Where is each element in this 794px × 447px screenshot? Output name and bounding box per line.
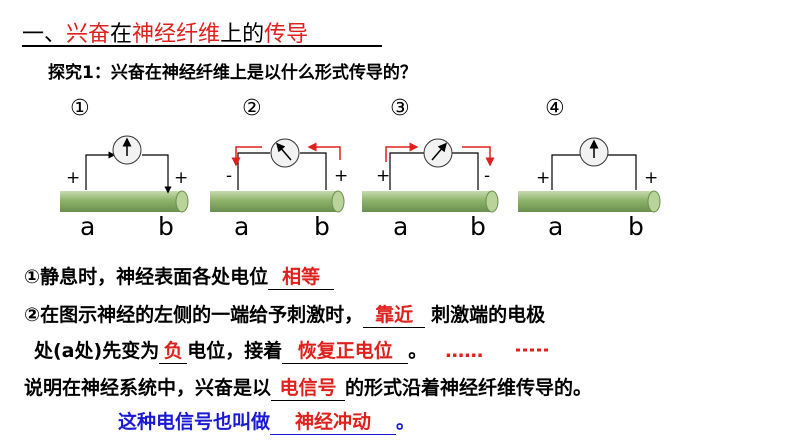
diagram-2-label-b: b (314, 212, 330, 241)
diagram-3 (362, 138, 499, 213)
answer-3: 电信号 (279, 377, 337, 399)
diagram-1-left-sign: + (66, 168, 81, 188)
question-2-text-4: 电位，接着 (187, 340, 283, 362)
answer-2c: 恢复正电位 (297, 340, 393, 362)
question-3-text-2: 的形式沿着神经纤维传导的。 (345, 377, 593, 399)
diagram-3-right-sign: - (484, 166, 491, 186)
question-2-text-2: 刺激端的电极 (431, 304, 546, 326)
question-1-text: ①静息时，神经表面各处电位 (24, 266, 269, 288)
subtitle: 探究1：兴奋在神经纤维上是以什么形式传导的？ (48, 63, 417, 83)
question-2-text-5: 。 (408, 340, 428, 362)
diagram-4-label-a: a (548, 212, 564, 241)
question-3: 说明在神经系统中，兴奋是以电信号的形式沿着神经纤维传导的。 (24, 373, 592, 401)
diagram-2-left-sign: - (226, 166, 233, 186)
diagram-1-number: ① (70, 96, 90, 121)
diagram-1-right-sign: + (174, 168, 189, 188)
question-2-line-1: ②在图示神经的左侧的一端给予刺激时， 靠近刺激端的电极 (24, 300, 545, 328)
diagram-1-label-b: b (158, 212, 174, 241)
question-1: ①静息时，神经表面各处电位相等 (24, 262, 335, 290)
diagram-4-number: ④ (545, 96, 565, 121)
diagram-1 (60, 135, 189, 213)
diagram-4-right-sign: + (644, 168, 659, 188)
diagram-1-label-a: a (80, 212, 96, 241)
question-3-text-1: 说明在神经系统中，兴奋是以 (24, 377, 272, 399)
diagram-4-label-b: b (628, 212, 644, 241)
answer-4: 神经冲动 (295, 411, 372, 433)
question-4-text-2: 。 (396, 411, 416, 433)
diagram-4-left-sign: + (536, 168, 551, 188)
diagram-2-right-sign: + (334, 166, 349, 186)
answer-2b: 负 (163, 340, 183, 362)
red-dots: …… (445, 340, 484, 362)
question-2-text-1: ②在图示神经的左侧的一端给予刺激时， (24, 304, 364, 326)
page-title: 一、兴奋在神经纤维上的传导 (22, 22, 309, 47)
diagram-3-left-sign: + (376, 166, 391, 186)
question-2-text-3: 处(a处)先变为 (34, 340, 160, 362)
question-4: 这种电信号也叫做 神经冲动 。 (118, 407, 415, 435)
title-underline (22, 45, 382, 47)
question-4-text-1: 这种电信号也叫做 (118, 411, 271, 433)
diagram-3-label-b: b (470, 212, 486, 241)
question-2-line-2: 处(a处)先变为负电位，接着恢复正电位。 …… (34, 336, 483, 364)
diagram-4 (518, 137, 661, 213)
answer-1: 相等 (282, 266, 321, 288)
diagram-3-number: ③ (390, 96, 410, 121)
diagram-2-number: ② (242, 96, 262, 121)
answer-2a: 靠近 (375, 304, 414, 326)
diagram-3-label-a: a (393, 212, 409, 241)
diagram-2-label-a: a (234, 212, 250, 241)
diagram-2 (210, 138, 345, 213)
